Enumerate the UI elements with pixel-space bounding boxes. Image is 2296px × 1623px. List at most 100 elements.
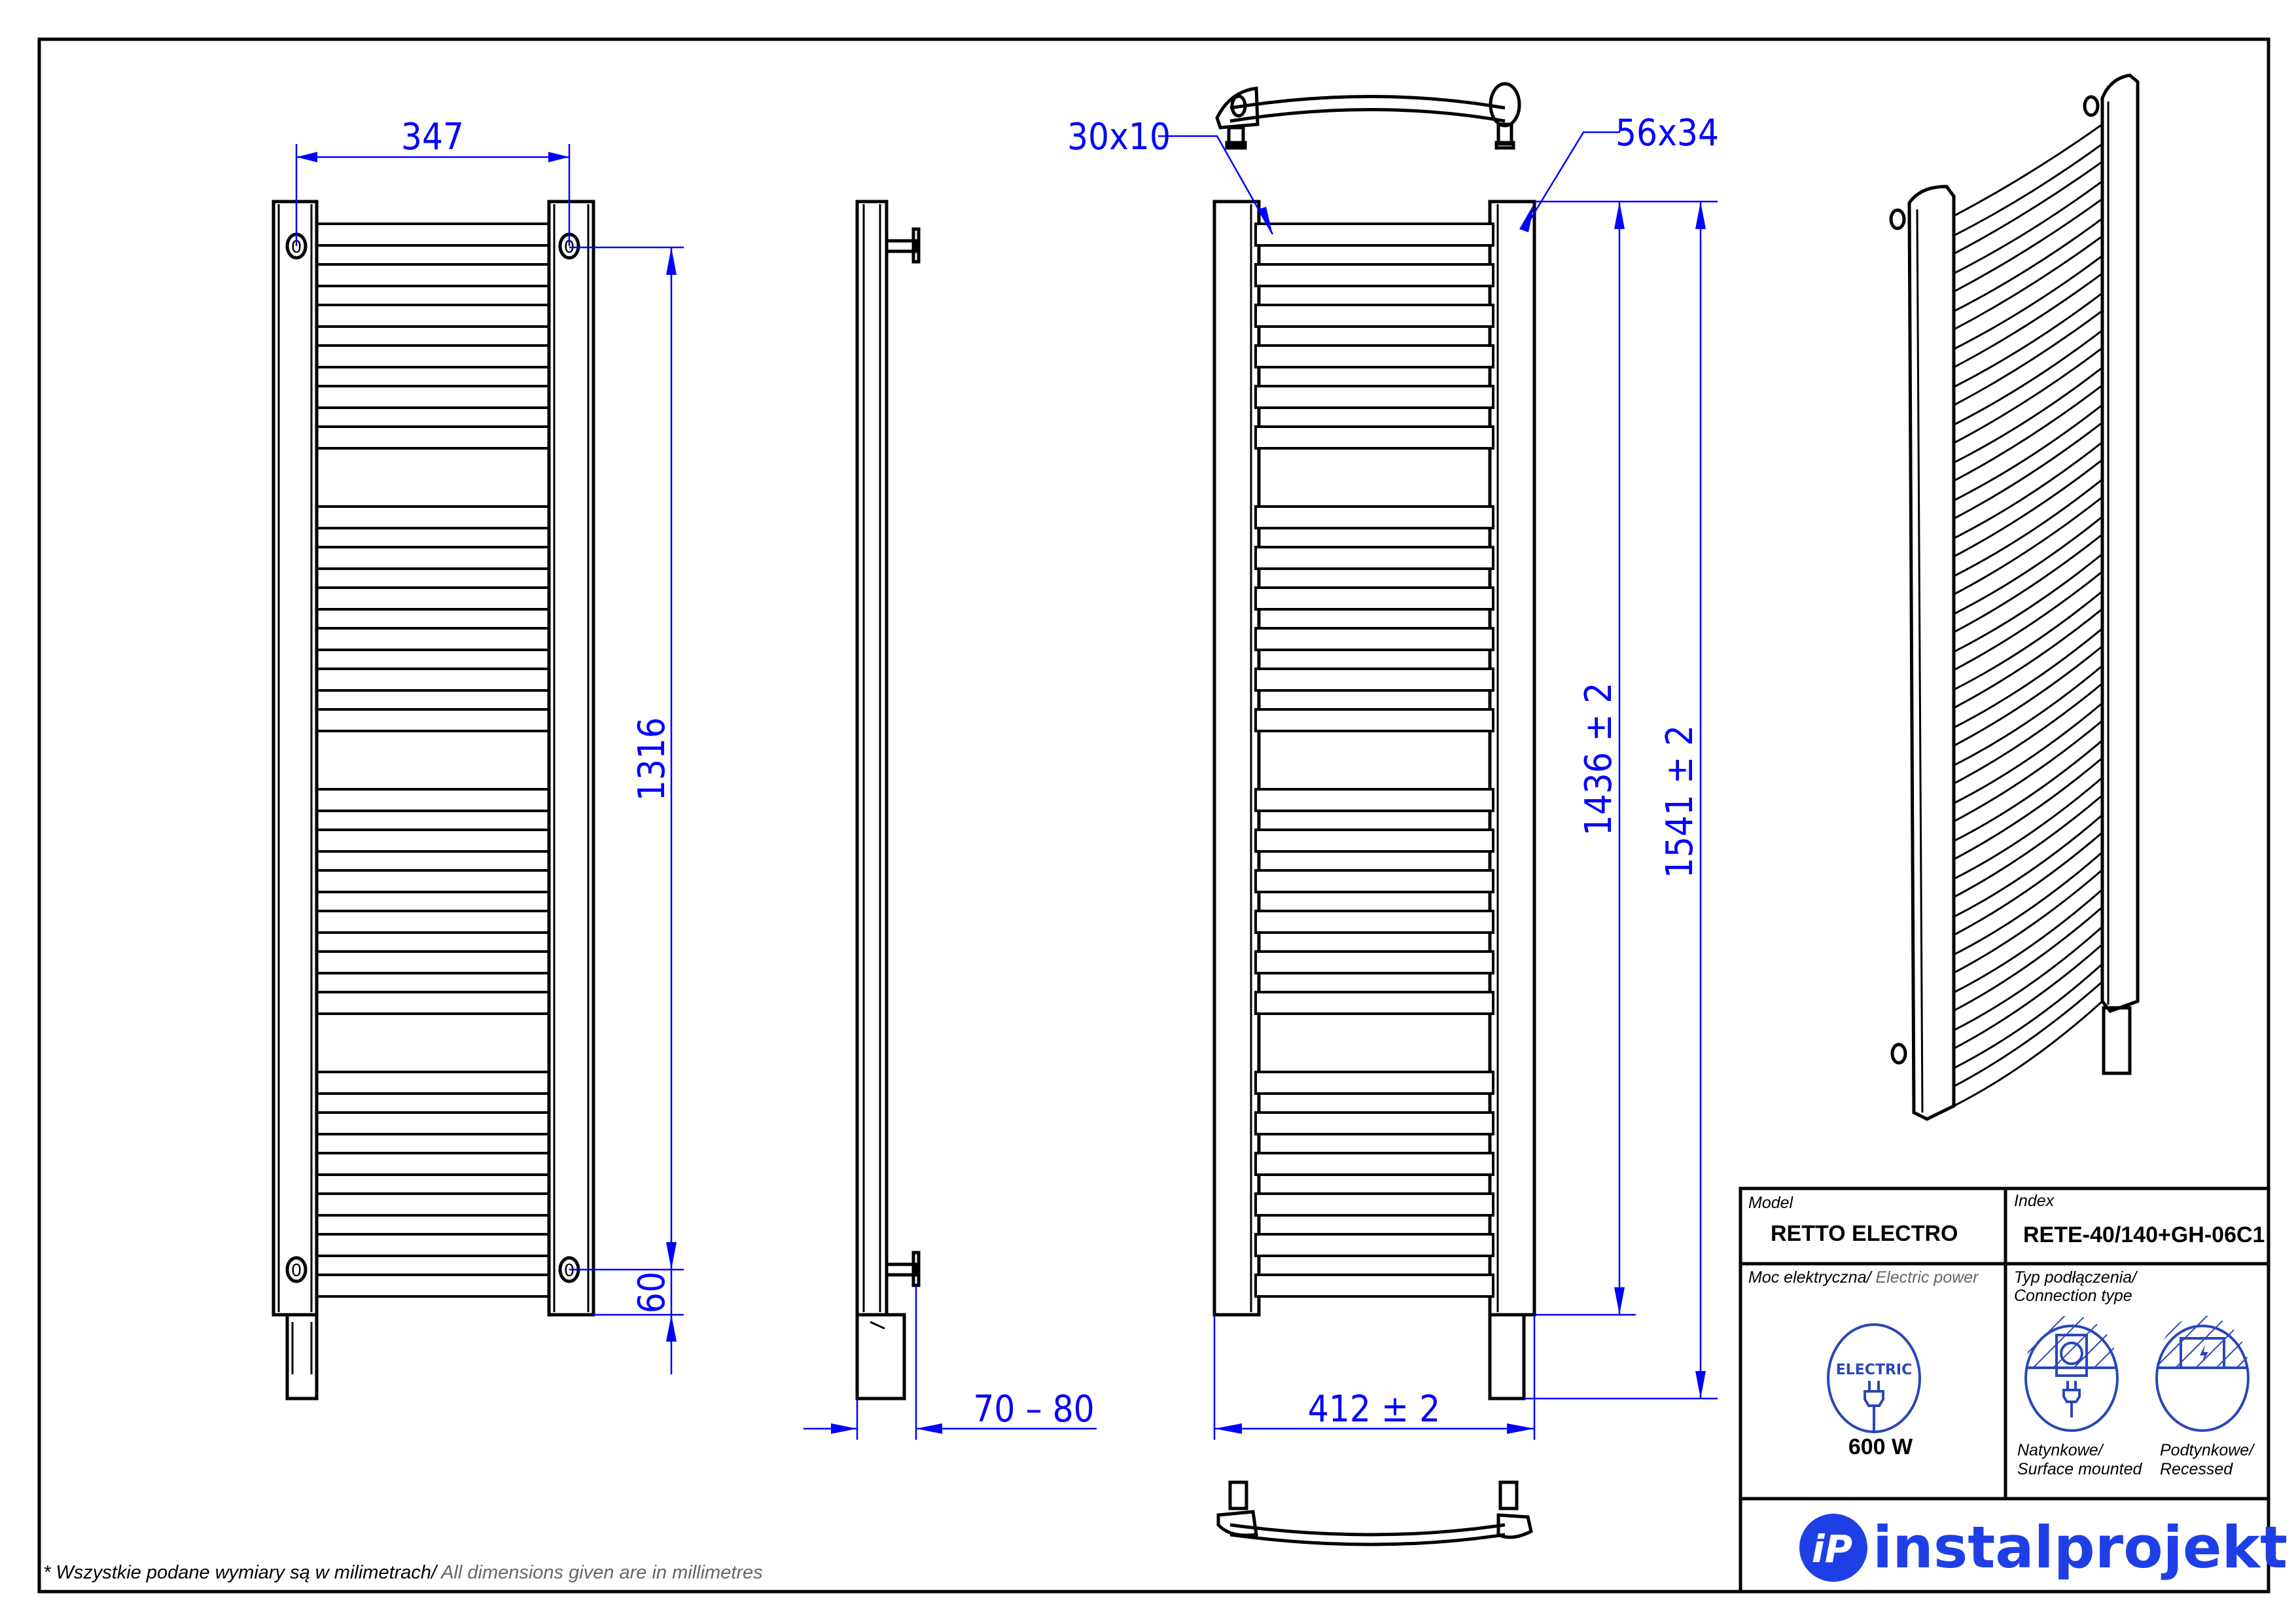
- rail-bar: [315, 869, 550, 893]
- power-label-en: Electric power: [1871, 1268, 1980, 1287]
- hole-mark: 0: [291, 238, 302, 257]
- rail-bar: [315, 788, 550, 812]
- rail-bar: [315, 708, 550, 732]
- rail-bar: [1254, 263, 1494, 287]
- rail-bar: [1254, 1274, 1494, 1298]
- power-value: 600 W: [1848, 1435, 1913, 1459]
- electric-icon-text: ELECTRIC: [1836, 1362, 1913, 1378]
- bottom-plan-view: [1216, 1480, 1533, 1546]
- sheet-frame: [37, 37, 2270, 1594]
- rail-bar: [1952, 942, 2104, 1070]
- title-block: Model RETTO ELECTRO Index RETE-40/140+GH…: [1739, 1186, 2287, 1594]
- dimension-60: 60: [593, 1270, 684, 1374]
- rail-bar: [1952, 271, 2104, 389]
- connection-label-en: Connection type: [2014, 1287, 2132, 1305]
- rail-bar: [315, 425, 550, 450]
- rail-bar: [1952, 420, 2104, 541]
- rail-bar: [1254, 869, 1494, 893]
- leader-30x10: 30x10: [1067, 116, 1274, 235]
- surface-mounted-icon: [2024, 1315, 2119, 1432]
- brand-name: instalprojekt: [1873, 1514, 2287, 1581]
- dimension-label: 412 ± 2: [1308, 1388, 1440, 1431]
- rail-bar: [1952, 234, 2104, 351]
- rail-bar: [315, 668, 550, 692]
- index-value: RETE-40/140+GH-06C1: [2023, 1222, 2265, 1247]
- hole-mark: 0: [564, 1261, 575, 1281]
- wall-bracket: [885, 1262, 918, 1277]
- rail-bar: [1952, 979, 2104, 1108]
- footnote-pl: * Wszystkie podane wymiary są w milimetr…: [43, 1562, 438, 1583]
- footnote-en: All dimensions given are in millimetres: [436, 1562, 763, 1583]
- dimension-label: 70 – 80: [973, 1388, 1094, 1431]
- front-view: 0 0 0 0 347 1316 60: [272, 116, 684, 1400]
- rail-bar: [315, 1274, 550, 1298]
- dimension-label: 1436 ± 2: [1578, 683, 1620, 836]
- rail-bar: [315, 546, 550, 570]
- rail-bar: [1254, 1111, 1494, 1135]
- dimension-70-80: 70 – 80: [804, 1285, 1097, 1440]
- rail-bar: [1254, 910, 1494, 934]
- rail-bar: [1952, 160, 2104, 276]
- rail-bar: [1254, 991, 1494, 1015]
- rail-bar: [1254, 627, 1494, 651]
- dimension-347: 347: [295, 116, 571, 246]
- rail-bar: [315, 627, 550, 651]
- rail-bar: [315, 263, 550, 287]
- svg-text:Moc elektryczna/ Electric powe: Moc elektryczna/ Electric power: [1748, 1268, 1979, 1287]
- rail-bar: [315, 829, 550, 853]
- recessed-icon: [2155, 1315, 2250, 1432]
- surface-mounted-label: Natynkowe/: [2017, 1441, 2105, 1459]
- rail-bar: [1254, 708, 1494, 732]
- perspective-view: [1889, 73, 2140, 1121]
- dimension-label: 60: [631, 1272, 673, 1313]
- rail-bar: [1952, 904, 2104, 1032]
- rail-bar: [315, 950, 550, 974]
- power-label: Moc elektryczna/: [1748, 1268, 1873, 1287]
- rail-bar: [1952, 867, 2104, 994]
- model-value: RETTO ELECTRO: [1771, 1221, 1958, 1246]
- rail-bar: [315, 385, 550, 409]
- surface-mounted-label-en: Surface mounted: [2017, 1460, 2142, 1478]
- dimension-1436: 1436 ± 2: [1534, 200, 1718, 1316]
- rail-bar: [1254, 1233, 1494, 1257]
- electric-icon: ELECTRIC: [1827, 1323, 1921, 1433]
- front-view-detailed-bars: [1254, 223, 1494, 1298]
- dimension-label: 347: [401, 116, 464, 158]
- rail-bar: [315, 1152, 550, 1176]
- dimension-412: 412 ± 2: [1213, 1315, 1536, 1440]
- right-post: [547, 200, 595, 1317]
- rail-bar: [1952, 495, 2104, 616]
- rail-bar: [1254, 1071, 1494, 1095]
- side-view: 70 – 80: [804, 200, 1097, 1440]
- rail-bar: [1254, 1152, 1494, 1176]
- dimension-label: 1316: [631, 717, 673, 801]
- connection-label: Typ podłączenia/: [2014, 1268, 2138, 1287]
- dimension-1316: 1316: [569, 246, 684, 1271]
- rail-bar: [1254, 505, 1494, 529]
- rail-bar: [315, 1233, 550, 1257]
- rail-bar: [1254, 1192, 1494, 1217]
- front-view-detailed: 30x10 56x34 1436 ± 2 1541 ± 2 412 ± 2: [1067, 82, 1719, 1546]
- left-post: [272, 200, 319, 1317]
- rail-bar: [315, 1071, 550, 1095]
- rail-bar: [315, 991, 550, 1015]
- rail-bar: [315, 304, 550, 328]
- rail-bar: [1952, 457, 2104, 578]
- rail-bar: [315, 1192, 550, 1217]
- rail-bar: [1952, 346, 2104, 465]
- rail-bar: [315, 910, 550, 934]
- top-plan-view: [1215, 82, 1521, 150]
- rail-bar: [1254, 788, 1494, 812]
- rail-bar: [1952, 532, 2104, 654]
- rail-bar: [1254, 546, 1494, 570]
- rail-bar: [1254, 223, 1494, 247]
- footnote: * Wszystkie podane wymiary są w milimetr…: [43, 1562, 763, 1583]
- rail-bar: [1254, 344, 1494, 368]
- rail-bar: [1952, 308, 2104, 427]
- dimension-1541: 1541 ± 2: [1524, 202, 1718, 1400]
- brand-mark: iP: [1812, 1527, 1852, 1571]
- rail-bar: [1952, 830, 2104, 957]
- rail-bar: [1254, 829, 1494, 853]
- dimension-label: 1541 ± 2: [1659, 725, 1701, 878]
